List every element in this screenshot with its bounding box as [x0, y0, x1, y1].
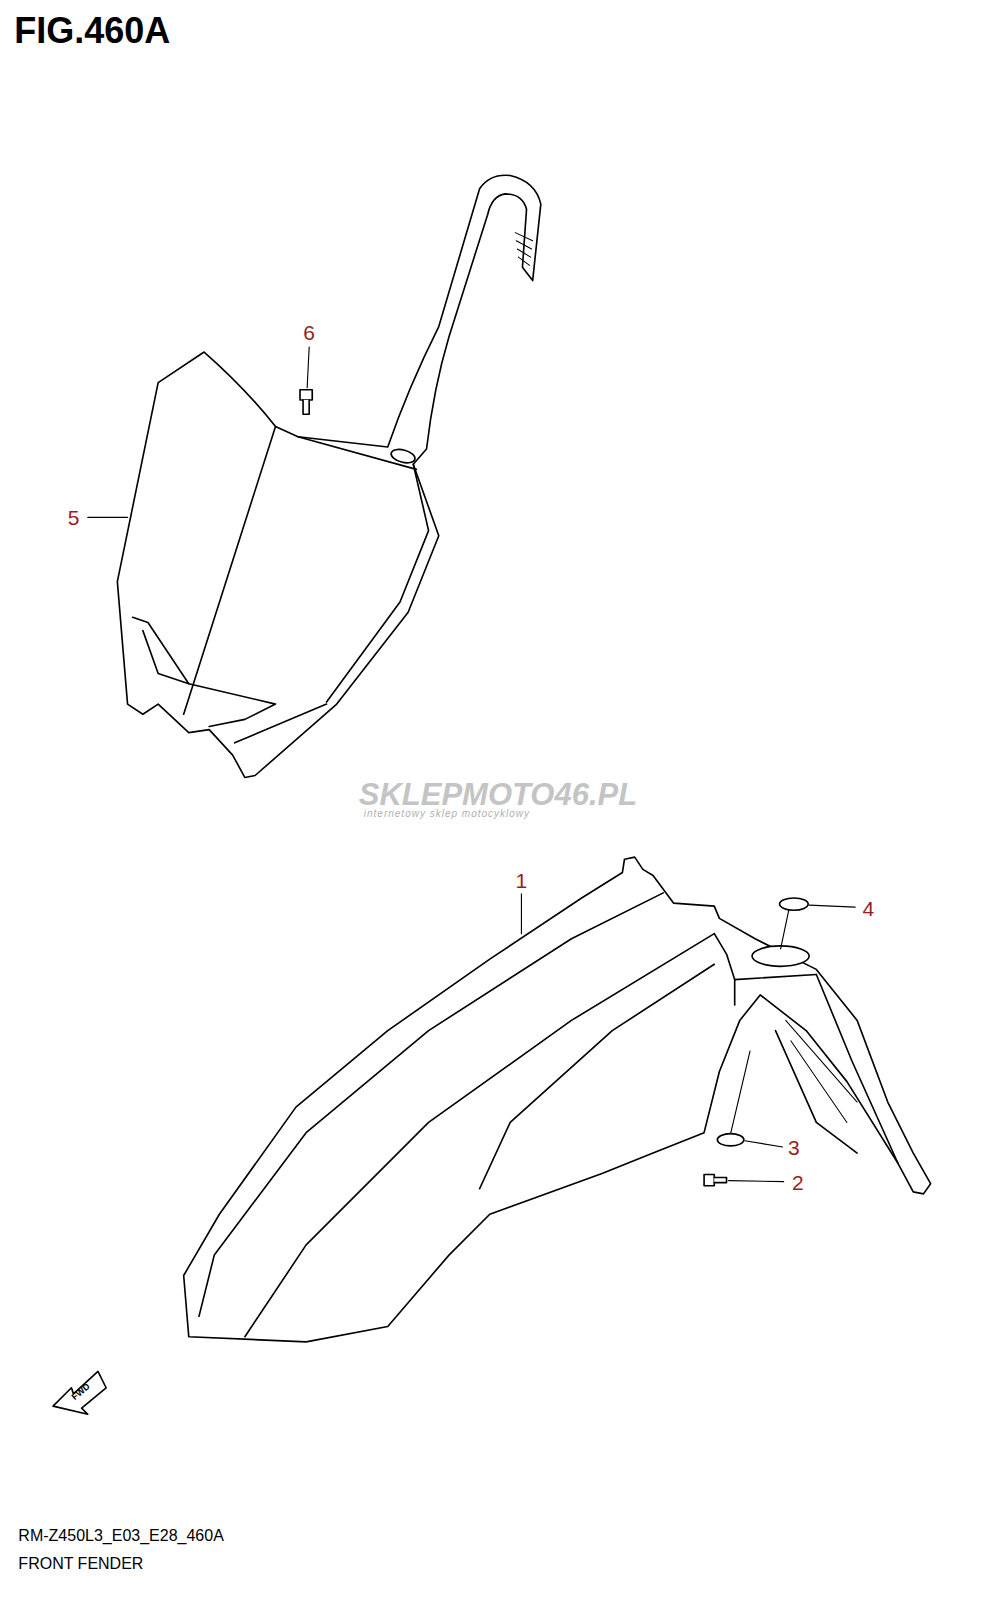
washer: [717, 1134, 744, 1146]
washer: [780, 898, 809, 910]
drawing-code: RM-Z450L3_E03_E28_460A: [18, 1528, 223, 1544]
callout-number: 6: [303, 321, 315, 342]
bolt: [704, 1174, 726, 1185]
callout-number: 4: [863, 898, 875, 919]
bolt: [300, 390, 312, 414]
figure-title: FIG.460A: [14, 13, 170, 49]
watermark-tagline: internetowy sklep motocyklowy: [364, 809, 530, 819]
callout-number: 1: [516, 869, 528, 890]
callout-number: 3: [788, 1136, 800, 1157]
callout-number: 5: [68, 507, 80, 528]
number-plate: [117, 175, 540, 777]
front-fender: [184, 857, 931, 1342]
callout-number: 2: [792, 1171, 804, 1192]
leader-line: [88, 347, 855, 1182]
watermark: SKLEPMOTO46.PL: [359, 778, 638, 809]
diagram-caption: FRONT FENDER: [18, 1556, 143, 1572]
direction-arrow: [53, 1371, 106, 1414]
